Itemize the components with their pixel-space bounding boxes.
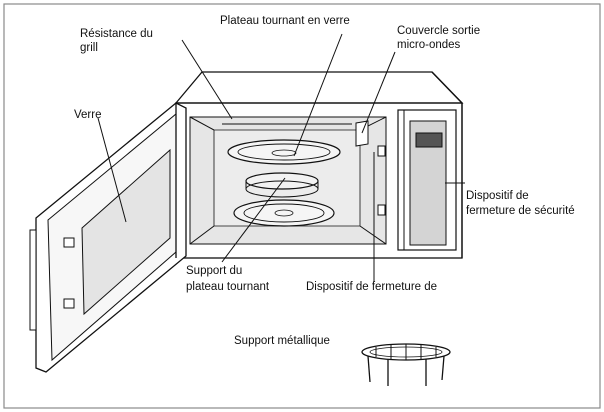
door-glass: [81, 148, 171, 316]
label-door-latch: Dispositif de fermeture de: [306, 281, 437, 293]
control-panel: [397, 109, 457, 251]
door-latch-holes: [377, 145, 386, 216]
label-metal-rack: Support métallique: [234, 335, 330, 347]
turntable-support: [245, 172, 319, 198]
label-turntable-support-2: plateau tournant: [186, 281, 270, 293]
label-waveguide-cover: Couvercle sortie: [397, 25, 480, 37]
door: [29, 102, 187, 373]
label-safety-lock: Dispositif de: [466, 190, 529, 202]
door-handle: [29, 229, 37, 331]
label-safety-lock-2: fermeture de sécurité: [466, 205, 575, 217]
glass-turntable: [227, 139, 341, 165]
label-grill-element: Résistance du: [80, 28, 153, 40]
door-hook-lower: [63, 298, 75, 309]
label-waveguide-cover-2: micro-ondes: [397, 39, 461, 51]
figure-frame: [3, 3, 601, 409]
door-hook-upper: [63, 237, 75, 248]
label-turntable-support: Support du: [186, 265, 242, 277]
waveguide-cover: [355, 120, 369, 147]
floor-turntable: [233, 199, 335, 227]
label-grill-element-2: grill: [80, 42, 98, 54]
label-glass: Verre: [74, 109, 102, 121]
metal-rack: [361, 343, 451, 386]
label-glass-turntable: Plateau tournant en verre: [220, 15, 350, 27]
leader-lines: [97, 33, 465, 282]
